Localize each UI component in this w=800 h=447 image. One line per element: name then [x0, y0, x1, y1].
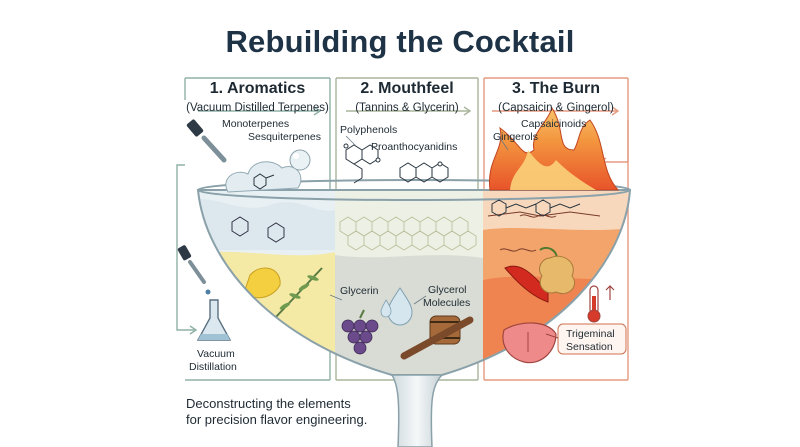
flames	[488, 106, 620, 191]
section-aromatics-subheading: (Vacuum Distilled Terpenes)	[186, 102, 329, 114]
section-mouthfeel-heading: 2. Mouthfeel	[360, 80, 454, 97]
label-trigeminal: Trigeminal	[566, 328, 615, 340]
section-aromatics-heading: 1. Aromatics	[209, 80, 306, 97]
label-sensation: Sensation	[566, 341, 613, 353]
label-proanthocyanidins: Proanthocyanidins	[371, 141, 458, 153]
label-sesquiterpenes: Sesquiterpenes	[248, 131, 321, 143]
bowl-contents	[198, 190, 630, 375]
section-burn-header: 3. The Burn (Capsaicin & Gingerol)	[484, 80, 628, 114]
label-glycerol: Glycerol	[428, 284, 467, 296]
label-capsaicinoids: Capsaicinoids	[521, 118, 587, 130]
label-distillation: Distillation	[189, 361, 237, 373]
aromatics-icons	[177, 119, 311, 341]
section-mouthfeel-subheading: (Tannins & Glycerin)	[355, 102, 459, 114]
polyphenol-molecules	[343, 143, 449, 184]
capsaicin-molecules	[491, 199, 581, 217]
tagline-line-1: Deconstructing the elements	[186, 396, 351, 411]
label-vacuum: Vacuum	[197, 348, 235, 360]
label-molecules: Molecules	[423, 297, 471, 309]
trigeminal-icons	[502, 285, 627, 364]
tagline-line-2: for precision flavor engineering.	[186, 412, 368, 427]
section-aromatics-header: 1. Aromatics (Vacuum Distilled Terpenes)	[185, 80, 330, 114]
label-gingerols: Gingerols	[493, 131, 538, 143]
page-title: Rebuilding the Cocktail	[225, 24, 575, 59]
label-monoterpenes: Monoterpenes	[222, 118, 290, 130]
section-mouthfeel-header: 2. Mouthfeel (Tannins & Glycerin)	[336, 80, 478, 114]
glass-outline	[196, 179, 632, 447]
tagline: Deconstructing the elements for precisio…	[186, 396, 367, 428]
leader-lines	[329, 135, 509, 305]
section-burn-subheading: (Capsaicin & Gingerol)	[498, 102, 614, 114]
section-burn-heading: 3. The Burn	[511, 80, 600, 97]
label-glycerin: Glycerin	[340, 285, 379, 297]
label-polyphenols: Polyphenols	[340, 124, 398, 136]
